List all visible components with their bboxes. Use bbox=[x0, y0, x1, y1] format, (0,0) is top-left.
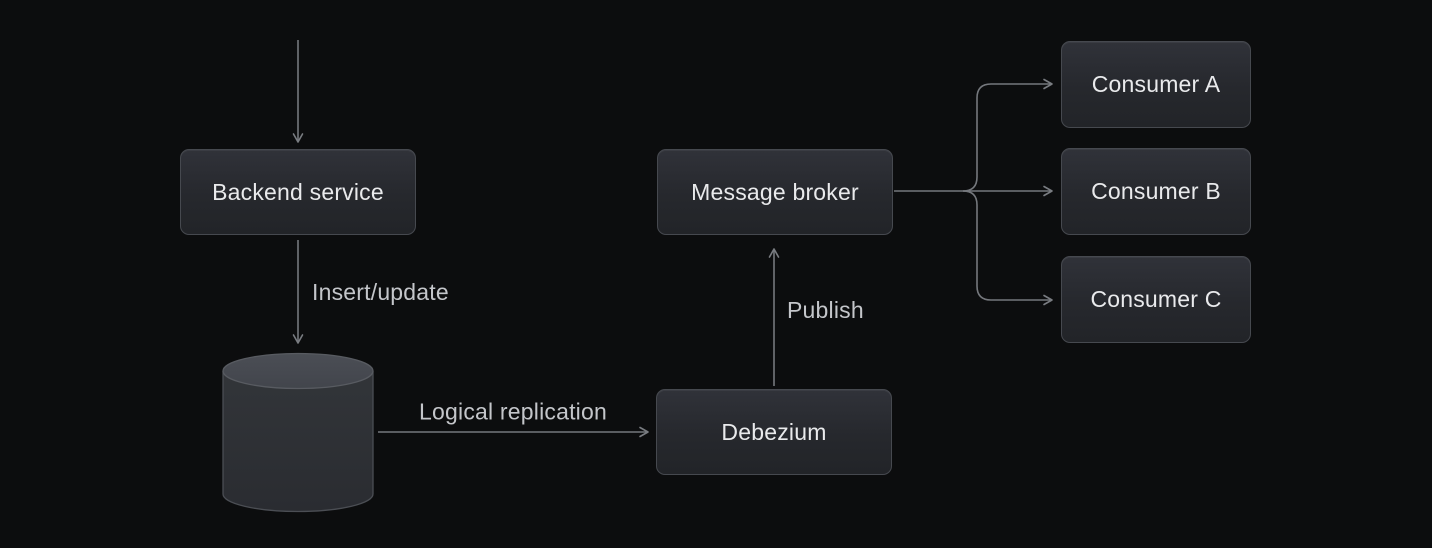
node-backend-service-label: Backend service bbox=[212, 178, 384, 205]
node-message-broker: Message broker bbox=[657, 149, 893, 235]
edge-label-logical-replication: Logical replication bbox=[419, 398, 607, 425]
node-consumer-a-label: Consumer A bbox=[1091, 71, 1221, 97]
node-backend-service: Backend service bbox=[180, 149, 416, 235]
edge-broker-to-consumer-c bbox=[962, 190, 1053, 306]
node-consumer-a: Consumer A bbox=[1061, 41, 1251, 128]
edge-label-publish: Publish bbox=[787, 296, 864, 323]
edge-broker-to-consumer-a bbox=[962, 78, 1053, 192]
node-consumer-b-label: Consumer B bbox=[1091, 178, 1221, 204]
edge-label-insert-update: Insert/update bbox=[312, 278, 449, 305]
node-consumer-c-label: Consumer C bbox=[1090, 286, 1222, 312]
node-consumer-c: Consumer C bbox=[1061, 256, 1251, 343]
node-message-broker-label: Message broker bbox=[691, 178, 859, 205]
node-debezium: Debezium bbox=[656, 389, 892, 475]
node-debezium-label: Debezium bbox=[721, 418, 827, 445]
database-icon bbox=[222, 352, 374, 513]
node-consumer-b: Consumer B bbox=[1061, 148, 1251, 235]
